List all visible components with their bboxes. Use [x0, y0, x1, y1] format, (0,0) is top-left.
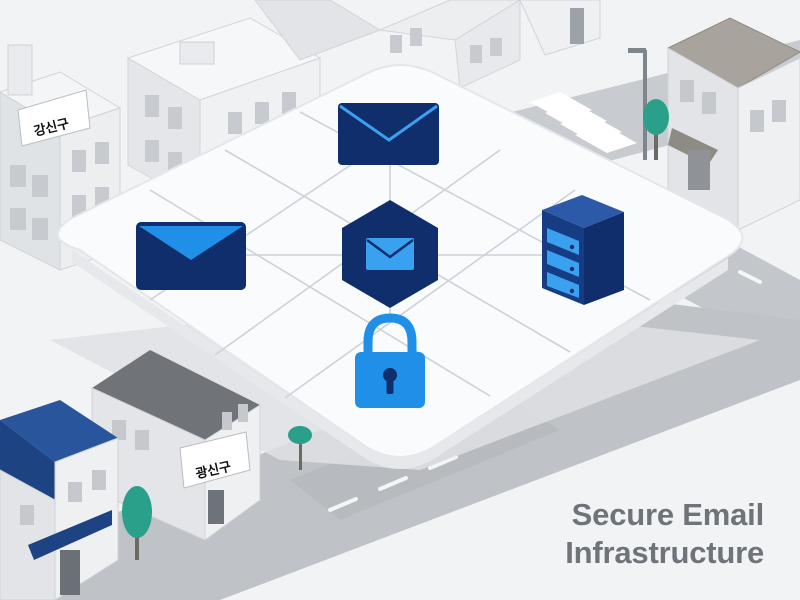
mail-envelope-top-icon — [338, 103, 439, 165]
house-blue-roof — [0, 400, 152, 600]
caption-line-1: Secure Email — [571, 497, 765, 532]
caption-line-2: Infrastructure — [565, 535, 764, 570]
padlock-icon — [355, 313, 425, 408]
mail-envelope-left-icon — [136, 222, 246, 290]
tree-right — [643, 99, 669, 135]
caption: Secure Email Infrastructure — [565, 496, 764, 572]
sign-board-top-left — [17, 89, 91, 147]
house-right — [628, 17, 800, 231]
tree-bottom-left — [122, 486, 152, 538]
server-rack-icon — [542, 195, 624, 305]
building-bottom-gray: 광신구 — [91, 350, 312, 541]
tree-bottom-middle — [288, 426, 312, 444]
mail-hexagon-center-icon — [342, 200, 438, 308]
sign-board-bottom-left — [179, 431, 251, 489]
